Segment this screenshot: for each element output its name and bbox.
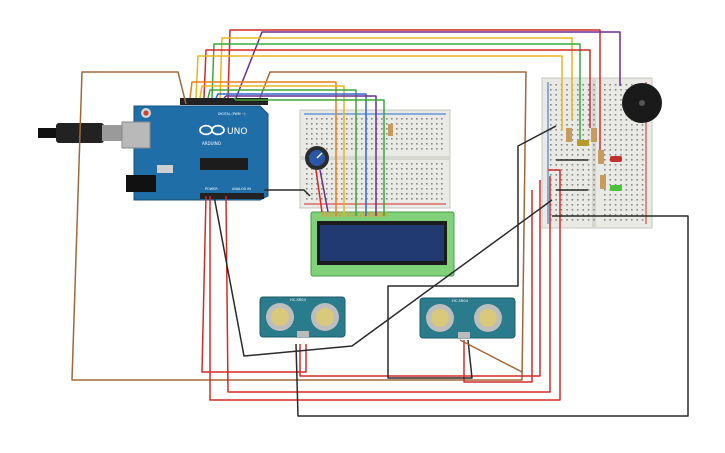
wires	[71, 29, 689, 417]
breadboard-center[interactable]	[299, 109, 451, 209]
sensor-1-model: HC-SR04	[290, 298, 307, 302]
buzzer[interactable]	[622, 83, 662, 123]
power-label: POWER	[205, 187, 218, 191]
potentiometer[interactable]	[305, 146, 329, 170]
power-analog-header	[200, 193, 264, 199]
atmega-chip	[200, 158, 248, 170]
arduino-board[interactable]: UNO ARDUINO DIGITAL (PWM ~) POWER ANALOG…	[121, 98, 269, 201]
arduino-logo-text: ARDUINO	[202, 141, 221, 146]
led-red	[610, 156, 622, 162]
led-yellow	[577, 140, 589, 146]
analog-label: ANALOG IN	[232, 187, 251, 191]
digital-header	[180, 98, 268, 105]
resistors	[388, 124, 606, 189]
digital-label: DIGITAL (PWM ~)	[218, 112, 245, 116]
ultrasonic-sensor-2[interactable]: HC-SR04	[419, 297, 516, 339]
breadboard-holes	[306, 118, 443, 200]
lcd-display[interactable]	[310, 211, 455, 277]
ultrasonic-sensor-1[interactable]: HC-SR04	[259, 296, 346, 338]
arduino-brand: UNO	[227, 127, 247, 137]
arduino-logo-icon	[199, 124, 225, 136]
led-green	[610, 185, 622, 191]
sensor-2-model: HC-SR04	[452, 299, 469, 303]
usb-cable	[38, 123, 124, 143]
